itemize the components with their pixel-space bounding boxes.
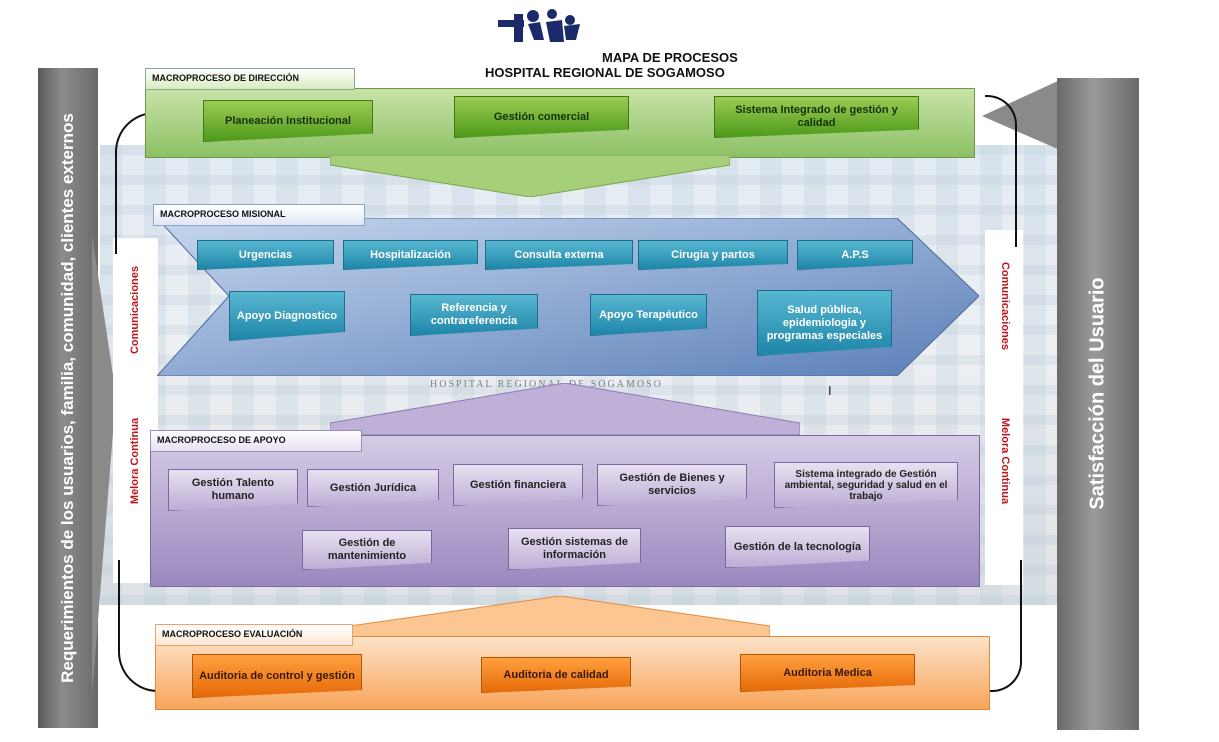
auditoria-calidad-box: Auditoria de calidad	[481, 657, 631, 693]
satisfaction-bar	[1057, 78, 1139, 730]
left-strip-comunicaciones	[113, 238, 158, 383]
apoyo-label: MACROPROCESO DE APOYO	[150, 430, 362, 452]
apoyo-up-arrow	[330, 383, 800, 435]
hospital-logo	[498, 9, 580, 42]
urgencias-box: Urgencias	[197, 240, 334, 270]
sistemas-informacion-box: Gestión sistemas de información	[508, 528, 641, 570]
building-sign: HOSPITAL REGIONAL DE SOGAMOSO	[430, 379, 663, 390]
requirements-bar	[38, 68, 98, 728]
requirements-text: Requerimientos de los usuarios, familia,…	[58, 113, 77, 683]
right-top-curve	[985, 95, 1017, 247]
auditoria-control-box: Auditoria de control y gestión	[192, 654, 362, 698]
auditoria-medica-box: Auditoria Medica	[740, 654, 915, 692]
salud-publica-box: Salud pública, epidemiologia y programas…	[757, 290, 892, 356]
apoyo-terapeutico-box: Apoyo Terapéutico	[590, 294, 707, 336]
direccion-label: MACROPROCESO DE DIRECCIÓN	[145, 68, 355, 90]
evaluacion-label: MACROPROCESO EVALUACIÓN	[155, 624, 353, 646]
apoyo-diagnostico-box: Apoyo Diagnostico	[229, 291, 345, 341]
bienes-servicios-box: Gestión de Bienes y servicios	[597, 464, 747, 506]
right-strip-mejora	[985, 385, 1023, 585]
gestion-juridica-box: Gestión Jurídica	[307, 469, 439, 507]
page-title: MAPA DE PROCESOS	[602, 50, 738, 65]
comunicaciones-left-label: Comunicaciones	[129, 265, 141, 355]
sistema-integrado-box: Sistema Integrado de gestión y calidad	[714, 96, 919, 138]
misional-label: MACROPROCESO MISIONAL	[153, 204, 365, 226]
marker-text: I	[828, 383, 832, 398]
cirugia-partos-box: Cirugia y partos	[638, 240, 788, 270]
tecnologia-box: Gestión de la tecnología	[725, 526, 870, 568]
direccion-down-arrow	[330, 155, 730, 197]
sistema-integrado-apoyo-box: Sistema integrado de Gestión ambiental, …	[774, 462, 958, 508]
consulta-externa-box: Consulta externa	[485, 240, 633, 270]
right-bottom-curve	[990, 560, 1022, 692]
evaluacion-up-arrow	[350, 596, 770, 638]
referencia-box: Referencia y contrareferencia	[410, 294, 538, 336]
mantenimiento-box: Gestión de mantenimiento	[302, 530, 432, 570]
mejora-left-label: Melora Continua	[129, 417, 141, 505]
right-arrow-head	[982, 80, 1060, 150]
hospitalizacion-box: Hospitalización	[343, 240, 478, 270]
left-arrow-head	[92, 235, 116, 695]
mejora-right-label: Melora Continua	[999, 417, 1011, 505]
right-strip-comunicaciones	[985, 230, 1023, 385]
satisfaction-text: Satisfacción del Usuario	[1086, 277, 1109, 510]
comunicaciones-right-label: Comunicaciones	[999, 261, 1011, 351]
page-subtitle: HOSPITAL REGIONAL DE SOGAMOSO	[485, 65, 725, 80]
